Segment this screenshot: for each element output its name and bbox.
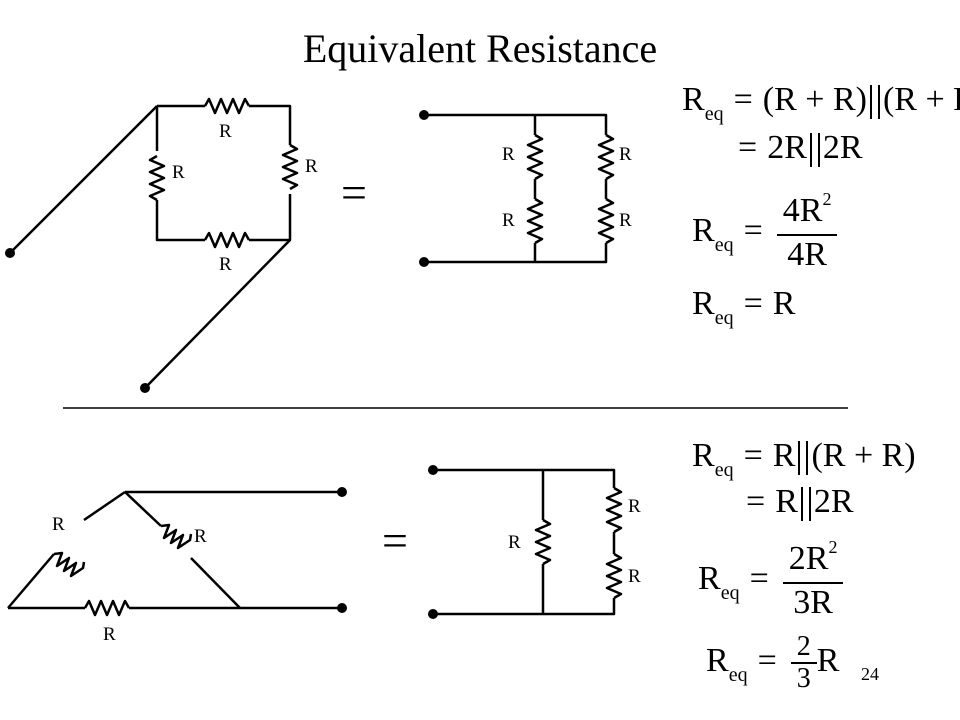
resistor [526,197,544,245]
slide-title: Equivalent Resistance [302,26,658,71]
parallel-symbol [809,133,820,168]
resistor [526,133,544,181]
resistor-label: R [628,496,641,517]
terminal-node [419,257,429,267]
top-formula-4: Req=R [692,285,796,329]
resistor [203,231,251,249]
bottom-formula-1: Req=R(R + R) [692,437,916,481]
resistor-label: R [194,526,207,547]
resistor-label: R [305,156,318,177]
wire [190,557,241,609]
resistor-label: R [619,210,632,231]
parallel-symbol [798,441,809,476]
resistor-label: R [502,144,515,165]
page-number: 24 [861,664,879,684]
wire [249,194,292,242]
resistor [534,518,552,566]
resistor-label: R [508,532,521,553]
resistor-label: R [628,566,641,587]
top-formula-1: Req=(R + R)(R + R) [682,81,960,125]
terminal-node [419,110,429,120]
resistor [160,523,193,550]
equals-sign-top: = [341,167,367,218]
parallel-symbol [800,487,811,522]
resistor [53,551,86,578]
terminal-node [428,465,438,475]
wire [7,553,55,609]
lead-wire [9,105,158,254]
equals-sign-bottom: = [382,515,408,566]
resistor-label: R [219,254,232,275]
resistor [148,154,166,202]
resistor [83,599,131,617]
lead-wire [144,239,291,389]
wire [155,200,205,242]
resistor [203,97,251,115]
wire [124,491,162,527]
wire [424,113,608,135]
terminal-node [140,383,150,393]
resistor [597,197,615,245]
resistor [281,143,299,191]
resistor-label: R [502,210,515,231]
resistor-label: R [103,624,116,645]
resistor [597,133,615,181]
resistor-label: R [619,144,632,165]
wire [424,243,608,264]
terminal-node [337,487,347,497]
resistor [605,486,623,534]
wire [83,490,126,522]
wire [433,598,616,616]
parallel-symbol [869,85,880,120]
wire [249,104,292,145]
resistor-label: R [52,514,65,535]
resistor [605,552,623,600]
terminal-node [428,609,438,619]
terminal-node [5,248,15,258]
resistor-label: R [172,162,185,183]
wire [433,468,616,488]
terminal-node [337,603,347,613]
resistor-label: R [219,121,232,142]
